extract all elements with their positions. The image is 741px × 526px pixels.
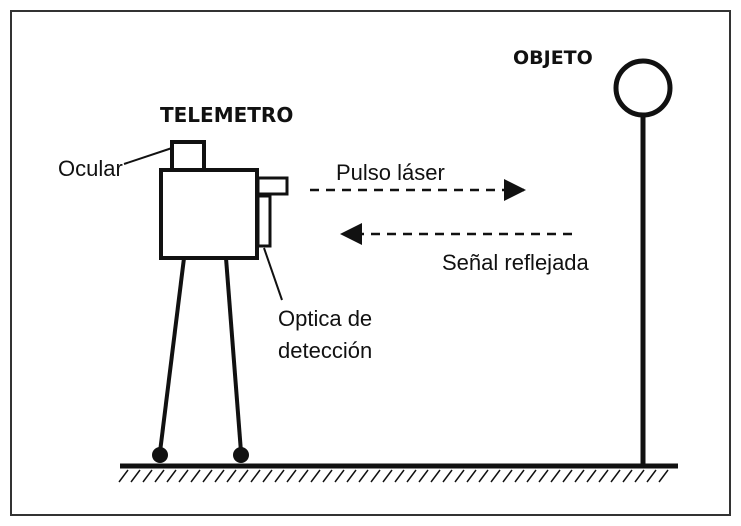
- rangefinder-body: [159, 168, 259, 260]
- hatch-mark: [514, 469, 525, 483]
- ground: [118, 463, 678, 483]
- hatch-mark: [430, 469, 441, 483]
- hatch-mark: [370, 469, 381, 483]
- tripod: [152, 257, 249, 463]
- eyepiece-leader-line: [123, 147, 173, 165]
- target-object: [613, 58, 673, 466]
- hatch-mark: [286, 469, 297, 483]
- hatch-mark: [382, 469, 393, 483]
- hatch-mark: [406, 469, 417, 483]
- hatch-mark: [610, 469, 621, 483]
- hatch-mark: [550, 469, 561, 483]
- device-title: TELEMETRO: [160, 103, 293, 127]
- hatch-mark: [574, 469, 585, 483]
- hatch-mark: [394, 469, 405, 483]
- hatch-mark: [214, 469, 225, 483]
- hatch-mark: [310, 469, 321, 483]
- hatch-mark: [262, 469, 273, 483]
- tripod-foot-right: [233, 447, 249, 463]
- hatch-mark: [454, 469, 465, 483]
- eyepiece-label: Ocular: [58, 156, 123, 181]
- hatch-mark: [598, 469, 609, 483]
- object-head: [613, 58, 673, 118]
- hatch-mark: [586, 469, 597, 483]
- hatch-mark: [226, 469, 237, 483]
- object-title: OBJETO: [513, 47, 593, 69]
- tripod-foot-left: [152, 447, 168, 463]
- diagram-frame: [10, 10, 731, 516]
- hatch-mark: [634, 469, 645, 483]
- hatch-mark: [202, 469, 213, 483]
- detection-optics-label-line1: Optica de: [278, 306, 372, 331]
- hatch-mark: [166, 469, 177, 483]
- hatch-mark: [622, 469, 633, 483]
- hatch-mark: [142, 469, 153, 483]
- hatch-mark: [334, 469, 345, 483]
- rangefinder-device: [159, 140, 289, 260]
- hatch-mark: [562, 469, 573, 483]
- hatch-mark: [274, 469, 285, 483]
- hatch-mark: [154, 469, 165, 483]
- hatch-mark: [502, 469, 513, 483]
- hatch-mark: [646, 469, 657, 483]
- hatch-mark: [346, 469, 357, 483]
- reflected-signal-label: Señal reflejada: [442, 250, 590, 275]
- optics-leader-line: [263, 247, 283, 301]
- laser-pulse-label: Pulso láser: [336, 160, 445, 185]
- hatch-mark: [322, 469, 333, 483]
- hatch-mark: [526, 469, 537, 483]
- tripod-leg-right: [224, 257, 243, 453]
- detection-optics-label-line2: detección: [278, 338, 372, 363]
- laser-emitter: [256, 176, 289, 196]
- hatch-mark: [130, 469, 141, 483]
- laser-pulse-arrowhead: [504, 179, 526, 201]
- hatch-mark: [238, 469, 249, 483]
- reflected-signal-arrowhead: [340, 223, 362, 245]
- hatch-mark: [358, 469, 369, 483]
- hatch-mark: [442, 469, 453, 483]
- hatch-mark: [178, 469, 189, 483]
- hatch-mark: [478, 469, 489, 483]
- hatch-mark: [190, 469, 201, 483]
- hatch-mark: [118, 469, 129, 483]
- ground-hatching: [118, 469, 669, 483]
- hatch-mark: [538, 469, 549, 483]
- tripod-leg-left: [158, 257, 186, 453]
- detection-optics: [256, 194, 272, 248]
- hatch-mark: [466, 469, 477, 483]
- hatch-mark: [298, 469, 309, 483]
- hatch-mark: [490, 469, 501, 483]
- hatch-mark: [658, 469, 669, 483]
- hatch-mark: [418, 469, 429, 483]
- eyepiece: [170, 140, 206, 172]
- hatch-mark: [250, 469, 261, 483]
